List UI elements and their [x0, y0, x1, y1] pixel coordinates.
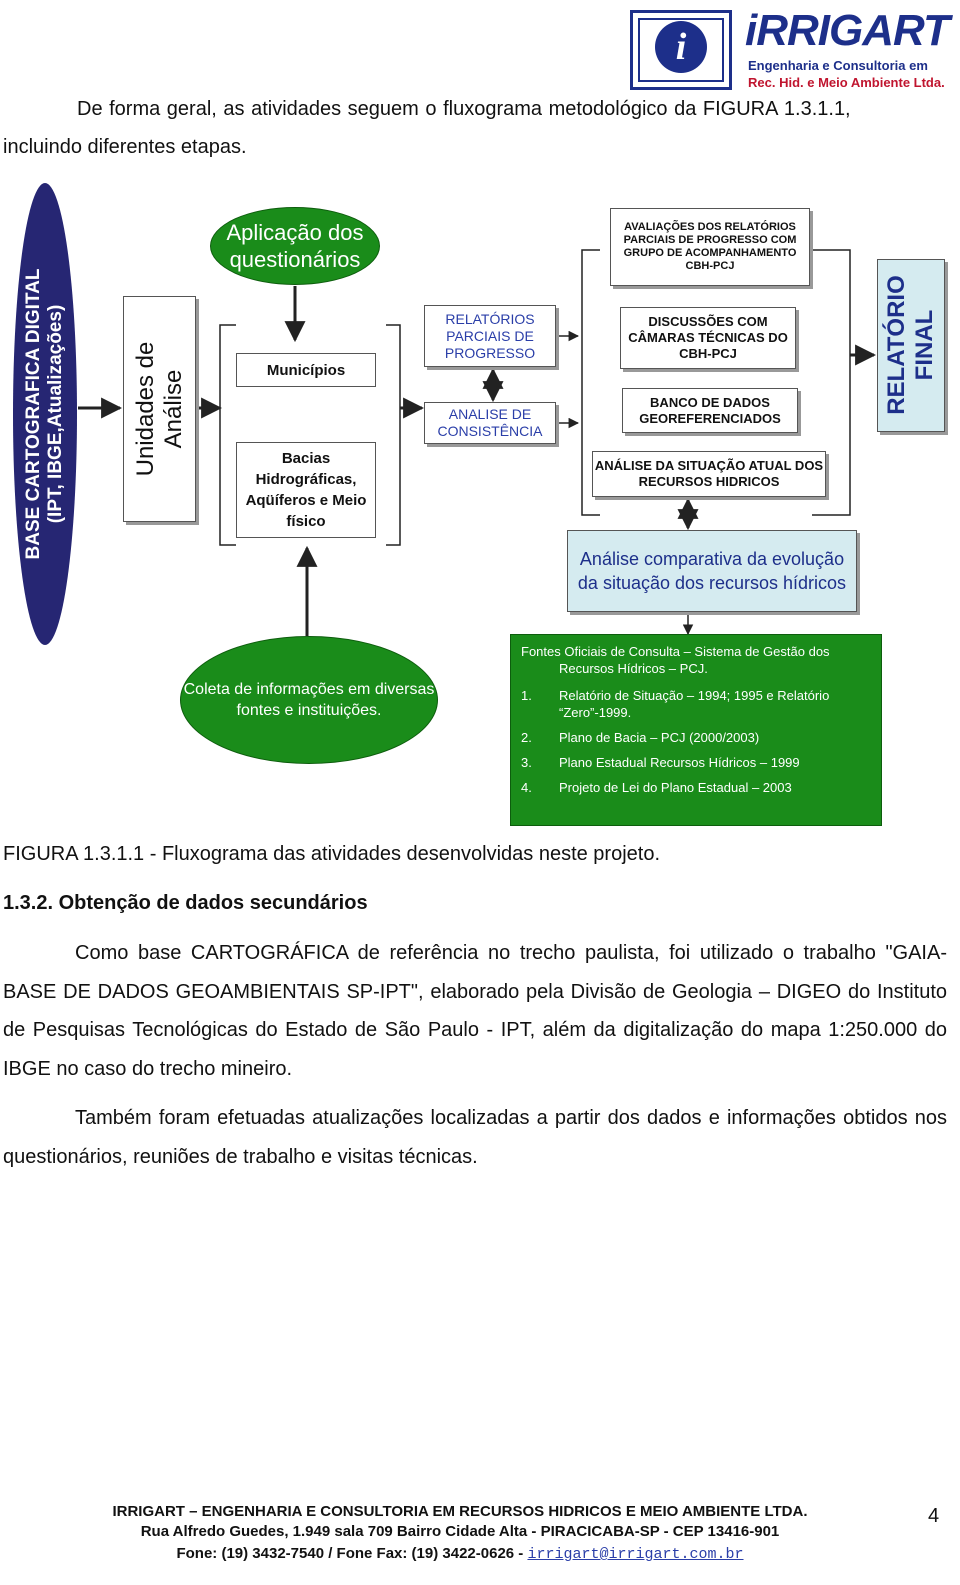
relatorios-parciais-box: RELATÓRIOS PARCIAIS DE PROGRESSO: [424, 305, 556, 367]
aplicacao-label: Aplicação dos questionários: [226, 220, 364, 272]
fontes-item-number: 4.: [521, 780, 532, 795]
avaliacoes-box: AVALIAÇÕES DOS RELATÓRIOS PARCIAIS DE PR…: [610, 208, 810, 286]
analise-situacao-box: ANÁLISE DA SITUAÇÃO ATUAL DOS RECURSOS H…: [592, 451, 826, 497]
bacias-label: Bacias Hidrográficas, Aqüíferos e Meio f…: [245, 450, 367, 530]
fontes-header: Fontes Oficiais de Consulta – Sistema de…: [521, 644, 830, 676]
analise-comparativa-label: Análise comparativa da evolução da situa…: [577, 549, 847, 593]
relatorio-final-box: [877, 259, 945, 432]
bacias-box: Bacias Hidrográficas, Aqüíferos e Meio f…: [236, 442, 376, 538]
coleta-informacoes-oval: Coleta de informações em diversas fontes…: [180, 636, 438, 764]
fontes-item-text: Relatório de Situação – 1994; 1995 e Rel…: [559, 688, 830, 720]
body-paragraph-1: Como base CARTOGRÁFICA de referência no …: [3, 942, 947, 1080]
footer-address: Rua Alfredo Guedes, 1.949 sala 709 Bairr…: [140, 1523, 780, 1540]
logo-tagline-2: Rec. Hid. e Meio Ambiente Ltda.: [748, 75, 945, 90]
bracket-right-inner: [581, 249, 600, 516]
banco-dados-label: BANCO DE DADOS GEOREFERENCIADOS: [639, 394, 781, 426]
bracket-left: [219, 324, 236, 546]
fontes-item: 2. Plano de Bacia – PCJ (2000/2003): [521, 729, 871, 746]
page-number: 4: [928, 1505, 940, 1527]
logo-tagline: Engenharia e Consultoria em: [748, 58, 928, 73]
flowchart-connectors: [78, 249, 877, 636]
fontes-item: 4. Projeto de Lei do Plano Estadual – 20…: [521, 779, 871, 796]
logo-mark: i: [630, 10, 732, 90]
base-cartografica-oval: [13, 183, 77, 645]
analise-situacao-label: ANÁLISE DA SITUAÇÃO ATUAL DOS RECURSOS H…: [594, 458, 824, 489]
fontes-item-text: Plano de Bacia – PCJ (2000/2003): [559, 730, 760, 745]
footer-contact: Fone: (19) 3432-7540 / Fone Fax: (19) 34…: [80, 1544, 840, 1564]
unidades-line-2: Análise: [160, 369, 187, 449]
relatorio-final-line-1: RELATÓRIO: [883, 275, 910, 415]
footer-email-link[interactable]: irrigart@irrigart.com.br: [527, 1546, 744, 1563]
relatorios-parciais-label: RELATÓRIOS PARCIAIS DE PROGRESSO: [444, 310, 536, 361]
intro-text-line-1: De forma geral, as atividades seguem o f…: [77, 98, 851, 120]
fontes-oficiais-box: Fontes Oficiais de Consulta – Sistema de…: [510, 634, 882, 826]
body-paragraph-2: Também foram efetuadas atualizações loca…: [3, 1107, 947, 1168]
fontes-item: 1. Relatório de Situação – 1994; 1995 e …: [521, 687, 871, 721]
base-label-line-1: BASE CARTOGRAFICA DIGITAL: [23, 268, 44, 560]
fontes-item-number: 2.: [521, 730, 532, 745]
discussoes-label: DISCUSSÕES COM CÂMARAS TÉCNICAS DO CBH-P…: [628, 314, 788, 361]
avaliacoes-label: AVALIAÇÕES DOS RELATÓRIOS PARCIAIS DE PR…: [623, 221, 797, 272]
fontes-item-text: Projeto de Lei do Plano Estadual – 2003: [559, 780, 792, 795]
banco-dados-box: BANCO DE DADOS GEOREFERENCIADOS: [622, 388, 798, 433]
relatorio-final-label: RELATÓRIO FINAL: [883, 265, 939, 425]
bracket-middle: [386, 324, 401, 546]
analise-comparativa-box: Análise comparativa da evolução da situa…: [567, 530, 857, 612]
base-cartografica-label: BASE CARTOGRAFICA DIGITAL (IPT, IBGE,Atu…: [23, 194, 67, 634]
municipios-box: Municípios: [236, 353, 376, 387]
analise-consistencia-label: ANALISE DE CONSISTÊNCIA: [437, 406, 543, 439]
intro-text-line-2: incluindo diferentes etapas.: [3, 136, 247, 158]
unidades-label: Unidades de Análise: [132, 299, 188, 519]
discussoes-box: DISCUSSÕES COM CÂMARAS TÉCNICAS DO CBH-P…: [620, 307, 796, 369]
aplicacao-questionarios-oval: Aplicação dos questionários: [210, 207, 380, 285]
figure-caption: FIGURA 1.3.1.1 - Fluxograma das atividad…: [3, 843, 661, 865]
footer-phone: Fone: (19) 3432-7540 / Fone Fax: (19) 34…: [176, 1545, 524, 1562]
municipios-label: Municípios: [266, 361, 346, 379]
footer-company: IRRIGART – ENGENHARIA E CONSULTORIA EM R…: [112, 1503, 808, 1520]
section-heading: 1.3.2. Obtenção de dados secundários: [3, 892, 368, 914]
fontes-item-number: 3.: [521, 755, 532, 770]
base-label-line-2: (IPT, IBGE,Atualizações): [45, 304, 66, 524]
coleta-label: Coleta de informações em diversas fontes…: [183, 681, 435, 719]
unidades-line-1: Unidades de: [132, 341, 159, 477]
analise-consistencia-box: ANALISE DE CONSISTÊNCIA: [424, 402, 556, 444]
fontes-item: 3. Plano Estadual Recursos Hídricos – 19…: [521, 754, 871, 771]
fontes-item-number: 1.: [521, 688, 532, 703]
logo-letter: i: [655, 21, 707, 73]
unidades-box: [123, 296, 196, 522]
logo-name: iRRIGART: [745, 6, 950, 55]
bracket-right-outer: [812, 249, 851, 516]
fontes-item-text: Plano Estadual Recursos Hídricos – 1999: [559, 755, 800, 770]
relatorio-final-line-2: FINAL: [911, 309, 938, 381]
